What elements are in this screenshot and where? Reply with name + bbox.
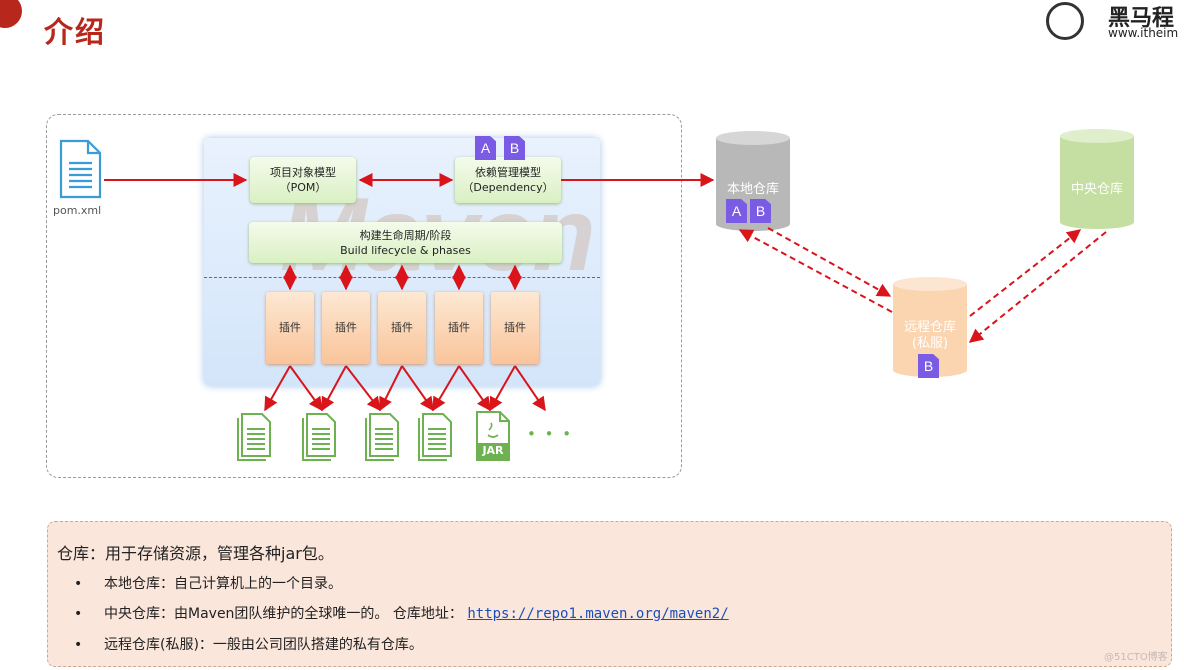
lifecycle-title: 构建生命周期/阶段	[359, 228, 452, 242]
remote-repo-label: 远程仓库	[903, 320, 956, 335]
info-item-central: • 中央仓库：由Maven团队维护的全球唯一的。 仓库地址： https://re…	[74, 603, 729, 623]
plugin-box: 插件	[378, 292, 426, 364]
info-heading: 仓库：用于存储资源，管理各种jar包。	[57, 544, 334, 563]
dependency-model-title: 依赖管理模型	[475, 166, 541, 179]
maven-diagram-frame	[46, 114, 682, 478]
info-item-remote: • 远程仓库(私服)：一般由公司团队搭建的私有仓库。	[74, 634, 423, 654]
jar-file-icon	[476, 411, 510, 461]
dependency-model-box: 依赖管理模型 （Dependency）	[455, 157, 561, 203]
info-item-text: 远程仓库(私服)：一般由公司团队搭建的私有仓库。	[104, 637, 423, 653]
info-item-text: 本地仓库：自己计算机上的一个目录。	[104, 576, 342, 592]
info-item-local: • 本地仓库：自己计算机上的一个目录。	[74, 573, 342, 593]
plugin-box: 插件	[266, 292, 314, 364]
remote-to-central-arrow	[969, 229, 1082, 317]
document-icon	[302, 413, 336, 461]
panel-divider	[204, 277, 600, 278]
plugin-box: 插件	[435, 292, 483, 364]
logo-text: 黑马程	[1108, 6, 1175, 31]
brand-logo: 黑马程 www.itheim	[1046, 0, 1184, 46]
central-repo-link[interactable]: https://repo1.maven.org/maven2/	[467, 606, 729, 622]
lifecycle-box: 构建生命周期/阶段 Build lifecycle & phases	[249, 222, 562, 263]
credit-watermark: @51CTO博客	[1104, 652, 1168, 663]
dependency-model-subtitle: （Dependency）	[462, 181, 554, 194]
pom-model-title: 项目对象模型	[270, 166, 336, 179]
plugin-box: 插件	[491, 292, 539, 364]
bullet: •	[74, 606, 83, 622]
bullet: •	[74, 576, 83, 592]
dependency-badge-a: A	[475, 136, 496, 160]
pom-file-label: pom.xml	[53, 204, 102, 217]
bullet: •	[74, 637, 83, 653]
plugin-box: 插件	[322, 292, 370, 364]
remote-repo-badge-b: B	[918, 354, 939, 378]
document-icon	[365, 413, 399, 461]
remote-to-local-arrow	[738, 229, 893, 313]
central-to-remote-arrow	[968, 231, 1107, 343]
local-repo-label: 本地仓库	[726, 182, 779, 197]
local-repo-badge-b: B	[750, 199, 771, 223]
local-repo-badge-a: A	[726, 199, 747, 223]
title-bullet-dot	[0, 0, 22, 28]
pom-model-subtitle: （POM）	[279, 181, 327, 194]
pom-model-box: 项目对象模型 （POM）	[250, 157, 356, 203]
pom-file-icon	[59, 139, 102, 199]
output-documents	[237, 413, 452, 461]
info-item-text: 中央仓库：由Maven团队维护的全球唯一的。 仓库地址：	[104, 606, 463, 622]
page-title: 介绍	[44, 15, 107, 49]
more-outputs-ellipsis: • • •	[527, 425, 574, 443]
logo-url: www.itheim	[1108, 26, 1179, 40]
document-icon	[237, 413, 271, 461]
horse-logo-icon	[1046, 2, 1084, 40]
lifecycle-subtitle: Build lifecycle & phases	[340, 243, 471, 257]
repository-info-box	[47, 521, 1172, 667]
jar-label: JAR	[482, 444, 504, 457]
document-icon	[418, 413, 452, 461]
dependency-badge-b: B	[504, 136, 525, 160]
remote-repo-sublabel: (私服)	[911, 336, 949, 351]
central-repo-label: 中央仓库	[1070, 182, 1123, 197]
local-to-remote-arrow	[767, 227, 892, 297]
